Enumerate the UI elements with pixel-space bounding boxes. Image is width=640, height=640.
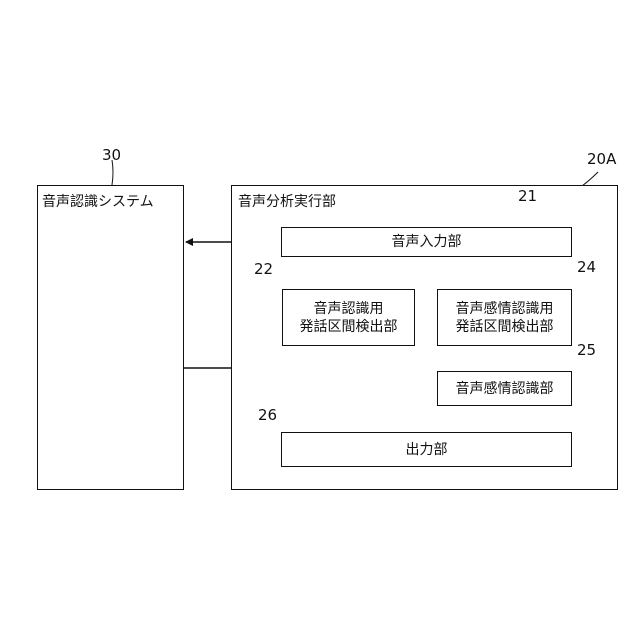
detector-b-line1: 音声感情認識用	[456, 300, 554, 318]
output-label: 出力部	[406, 441, 448, 459]
output-block: 出力部	[281, 432, 572, 467]
ref-22: 22	[254, 260, 273, 278]
speech-recognition-interval-detector-block: 音声認識用 発話区間検出部	[282, 289, 415, 346]
speech-recognition-system-title: 音声認識システム	[42, 191, 154, 211]
ref-30: 30	[102, 146, 121, 164]
ref-25: 25	[577, 341, 596, 359]
emotion-label: 音声感情認識部	[456, 380, 554, 398]
ref-24: 24	[577, 258, 596, 276]
leader-20A	[582, 172, 598, 186]
detector-a-line2: 発話区間検出部	[300, 318, 398, 336]
detector-b-line2: 発話区間検出部	[456, 318, 554, 336]
ref-26: 26	[258, 406, 277, 424]
speech-input-block: 音声入力部	[281, 227, 572, 257]
emotion-interval-detector-block: 音声感情認識用 発話区間検出部	[437, 289, 572, 346]
ref-20A: 20A	[587, 150, 616, 168]
speech-analysis-unit-title: 音声分析実行部	[238, 191, 336, 211]
detector-a-line1: 音声認識用	[314, 300, 384, 318]
ref-21: 21	[518, 187, 537, 205]
speech-recognition-system-box	[37, 185, 184, 490]
speech-emotion-recognition-block: 音声感情認識部	[437, 371, 572, 406]
speech-input-label: 音声入力部	[392, 233, 462, 251]
